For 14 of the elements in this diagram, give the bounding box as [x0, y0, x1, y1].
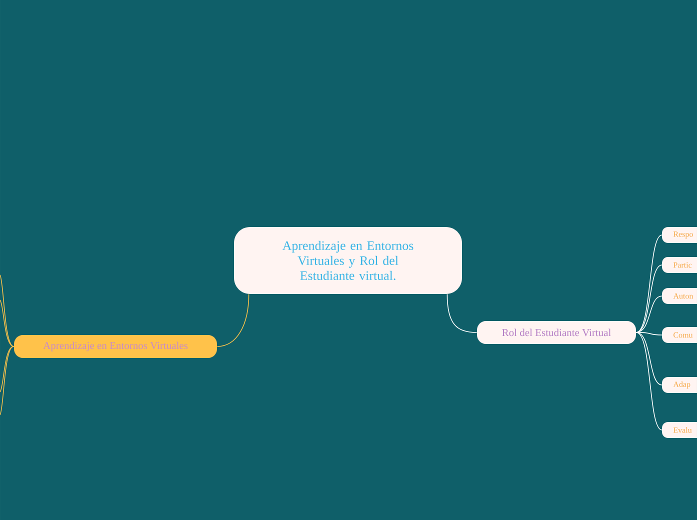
- connector-line: [216, 294, 250, 347]
- connector-line: [636, 264, 662, 333]
- connector-line: [636, 296, 662, 333]
- connector-line: [636, 332, 662, 336]
- connector-line: [0, 346, 14, 416]
- topic-box: Aprendizaje en Entornos Virtuales: [14, 335, 217, 358]
- connector-line: [446, 294, 478, 333]
- topic-box: Rol del Estudiante Virtual: [477, 321, 636, 344]
- central-topic-box: Aprendizaje en Entornos Virtuales y Rol del Estudiante virtual.: [234, 227, 462, 294]
- connector-line: [0, 346, 14, 392]
- connector-line: [0, 300, 14, 347]
- connector-line: [636, 332, 662, 430]
- connector-line: [0, 274, 14, 347]
- connector-line: [636, 332, 662, 386]
